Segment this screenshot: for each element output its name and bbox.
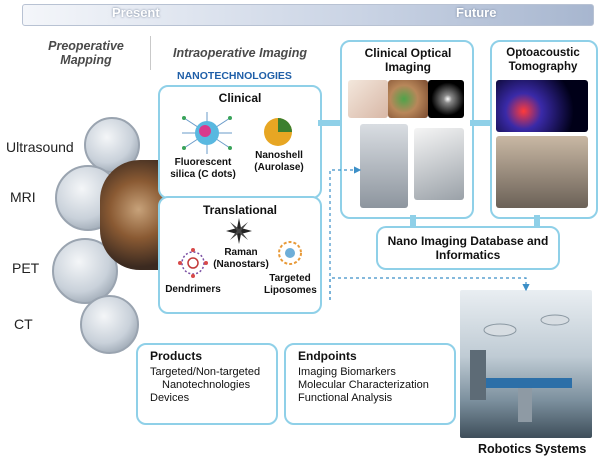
endpoints-title: Endpoints <box>298 349 357 363</box>
optoacoustic-tomography-title: Optoacoustic Tomography <box>506 47 580 73</box>
timeline-future-label: Future <box>456 5 497 20</box>
clinical-title: Clinical <box>218 91 262 105</box>
optoacoustic-lab-photo <box>496 136 588 208</box>
modality-pet-label: PET <box>12 260 40 276</box>
nanoshell-icon <box>263 117 293 147</box>
nano-imaging-database-box <box>376 226 560 270</box>
optical-photo-1 <box>348 80 388 118</box>
modality-ct-label: CT <box>14 316 33 332</box>
liposome-icon <box>277 240 303 266</box>
preoperative-mapping-header: Preoperative Mapping <box>22 36 151 70</box>
c-dot-nanoparticle-icon <box>180 110 234 156</box>
endpoints-box <box>284 343 456 425</box>
products-box <box>136 343 278 425</box>
optoacoustic-image <box>496 80 588 132</box>
products-line-2: Nanotechnologies <box>162 379 251 391</box>
dendrimers-label: Dendrimers <box>165 284 221 295</box>
nano-imaging-database-title: Nano Imaging Database and Informatics <box>387 234 549 262</box>
timeline-bar <box>22 4 594 26</box>
modality-ultrasound-label: Ultrasound <box>6 139 74 155</box>
nanostar-icon <box>226 218 252 244</box>
endpoints-line-3: Functional Analysis <box>298 392 393 404</box>
dashed-arrow-to-optical <box>329 166 362 300</box>
dashed-arrow-to-robotics <box>329 277 530 300</box>
clinical-box <box>158 85 322 199</box>
optical-photo-3 <box>428 80 464 118</box>
targeted-liposomes-label: Targeted Liposomes <box>264 273 317 296</box>
ct-scanner-image <box>80 295 139 354</box>
endpoints-line-2: Molecular Characterization <box>298 379 429 391</box>
raman-label: Raman (Nanostars) <box>213 247 269 270</box>
nanotechnologies-label: NANOTECHNOLOGIES <box>177 70 292 82</box>
products-line-1: Targeted/Non-targeted <box>150 366 261 378</box>
fluorescent-silica-label: Fluorescent silica (C dots) <box>170 157 236 180</box>
robotics-systems-label: Robotics Systems <box>478 442 587 456</box>
products-title: Products <box>150 349 203 363</box>
endpoints-line-1: Imaging Biomarkers <box>298 366 396 378</box>
products-line-3: Devices <box>150 392 190 404</box>
clinical-optical-imaging-title: Clinical Optical Imaging <box>364 46 452 74</box>
optical-photo-2 <box>388 80 428 118</box>
dendrimer-icon <box>178 248 208 278</box>
optical-probe-photo <box>414 128 464 200</box>
optical-device-cart-photo <box>360 124 408 208</box>
translational-title: Translational <box>202 203 278 217</box>
intraoperative-imaging-header: Intraoperative Imaging <box>172 46 308 60</box>
nanoshell-label: Nanoshell (Aurolase) <box>254 150 304 173</box>
modality-mri-label: MRI <box>10 189 36 205</box>
timeline-present-label: Present <box>112 5 160 20</box>
robotics-systems-photo <box>460 290 592 438</box>
